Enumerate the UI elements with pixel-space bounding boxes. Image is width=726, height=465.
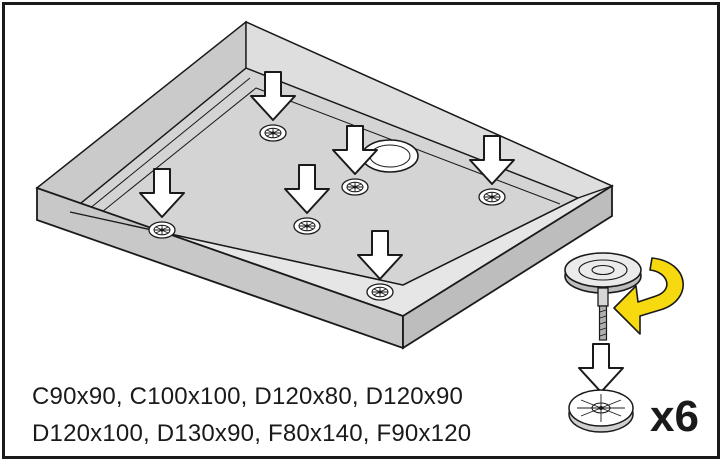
foot-pad-icon (259, 124, 287, 142)
rotation-arrow-icon (613, 257, 684, 335)
foot-pad-icon (341, 178, 369, 196)
foot-pad-icon (478, 188, 506, 206)
quantity-label: x6 (650, 392, 699, 441)
adjustable-foot-icon (564, 252, 642, 341)
down-arrow-icon (578, 343, 624, 393)
model-list-line-2: D120x100, D130x90, F80x140, F90x120 (32, 420, 472, 447)
shower-tray (35, 20, 614, 350)
foot-pad-icon (148, 221, 176, 239)
foot-pad-icon (366, 283, 394, 301)
diagram-frame (2, 2, 720, 459)
foot-base-icon (568, 389, 634, 433)
foot-pad-icon (293, 217, 321, 235)
model-list-line-1: C90x90, C100x100, D120x80, D120x90 (32, 383, 464, 410)
